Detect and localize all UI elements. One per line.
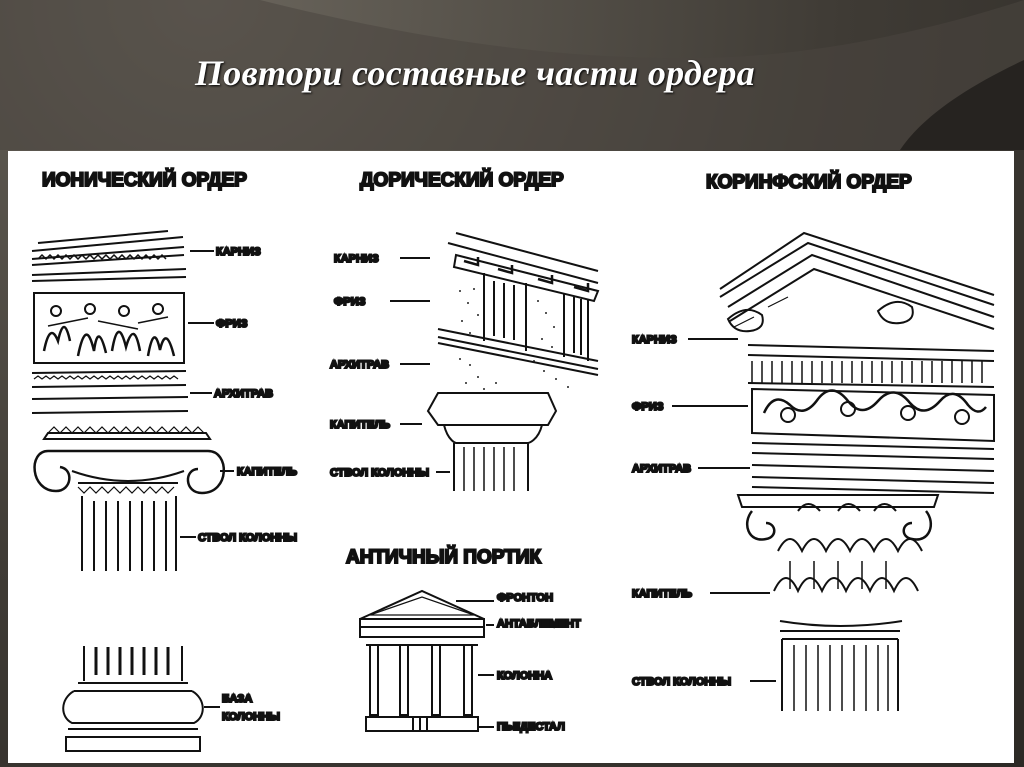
architectural-orders-diagram: ИОНИЧЕСКИЙ ОРДЕР — [31, 168, 995, 752]
doric-title: ДОРИЧЕСКИЙ ОРДЕР — [360, 169, 564, 191]
ionic-label-base-2: КОЛОННЫ — [222, 711, 280, 723]
corinthian-entablature-drawing — [719, 231, 995, 388]
corinthian-title: КОРИНФСКИЙ ОРДЕР — [706, 171, 912, 193]
corinthian-label-architrave: АРХИТРАВ — [632, 463, 691, 475]
corinthian-label-frieze: ФРИЗ — [632, 401, 664, 413]
ionic-label-architrave: АРХИТРАВ — [214, 388, 273, 400]
corinthian-label-capital: КАПИТЕЛЬ — [632, 588, 692, 600]
corinthian-label-shaft: СТВОЛ КОЛОННЫ — [632, 676, 731, 688]
doric-label-shaft: СТВОЛ КОЛОННЫ — [330, 467, 429, 479]
ionic-label-shaft: СТВОЛ КОЛОННЫ — [198, 532, 297, 544]
portico: АНТИЧНЫЙ ПОРТИК ФРОНТОН АНТАБЛЕМЕНТ КОЛО… — [345, 545, 582, 734]
corinthian-order: КОРИНФСКИЙ ОРДЕР — [631, 170, 995, 711]
corinthian-architrave-drawing — [751, 442, 995, 494]
doric-shaft-drawing — [453, 443, 529, 491]
ionic-cornice-drawing — [31, 230, 187, 282]
doric-label-architrave: АРХИТРАВ — [330, 359, 389, 371]
ionic-shaft-drawing — [81, 496, 177, 571]
portico-label-column: КОЛОННА — [497, 670, 552, 682]
ionic-label-capital: КАПИТЕЛЬ — [237, 466, 297, 478]
ionic-base-drawing — [62, 646, 204, 752]
corinthian-label-cornice: КАРНИЗ — [632, 334, 677, 346]
diagram-panel: ИОНИЧЕСКИЙ ОРДЕР — [8, 151, 1014, 763]
doric-entablature-drawing — [437, 232, 600, 376]
doric-order: ДОРИЧЕСКИЙ ОРДЕР — [329, 168, 600, 491]
ionic-label-frieze: ФРИЗ — [216, 318, 248, 330]
ionic-capital-drawing — [33, 426, 225, 495]
doric-label-capital: КАПИТЕЛЬ — [330, 419, 390, 431]
ionic-label-cornice: КАРНИЗ — [216, 246, 261, 258]
portico-drawing — [359, 589, 485, 732]
ionic-leader-lines — [180, 250, 234, 708]
corinthian-capital-drawing — [736, 494, 940, 640]
doric-leader-lines — [390, 257, 450, 473]
corinthian-frieze-drawing — [751, 387, 995, 443]
doric-frieze-stipple — [459, 288, 569, 390]
ionic-label-base-1: БАЗА — [222, 693, 252, 705]
portico-label-entablature: АНТАБЛЕМЕНТ — [497, 618, 581, 630]
slide-title: Повтори составные части ордера — [195, 53, 755, 93]
doric-capital-drawing — [426, 392, 558, 444]
portico-label-pediment: ФРОНТОН — [497, 592, 553, 604]
corinthian-shaft-drawing — [781, 639, 899, 711]
doric-label-cornice: КАРНИЗ — [334, 253, 379, 265]
background-swoosh — [0, 0, 1024, 150]
portico-leader-lines — [456, 600, 494, 728]
ionic-frieze-drawing — [33, 292, 185, 364]
doric-label-frieze: ФРИЗ — [334, 296, 366, 308]
portico-label-pedestal: ПЬЕДЕСТАЛ — [497, 721, 565, 733]
corinthian-leader-lines — [672, 338, 776, 682]
ionic-architrave-drawing — [31, 370, 189, 414]
ionic-order: ИОНИЧЕСКИЙ ОРДЕР — [31, 168, 298, 752]
portico-title: АНТИЧНЫЙ ПОРТИК — [346, 546, 541, 568]
ionic-title: ИОНИЧЕСКИЙ ОРДЕР — [42, 169, 247, 191]
